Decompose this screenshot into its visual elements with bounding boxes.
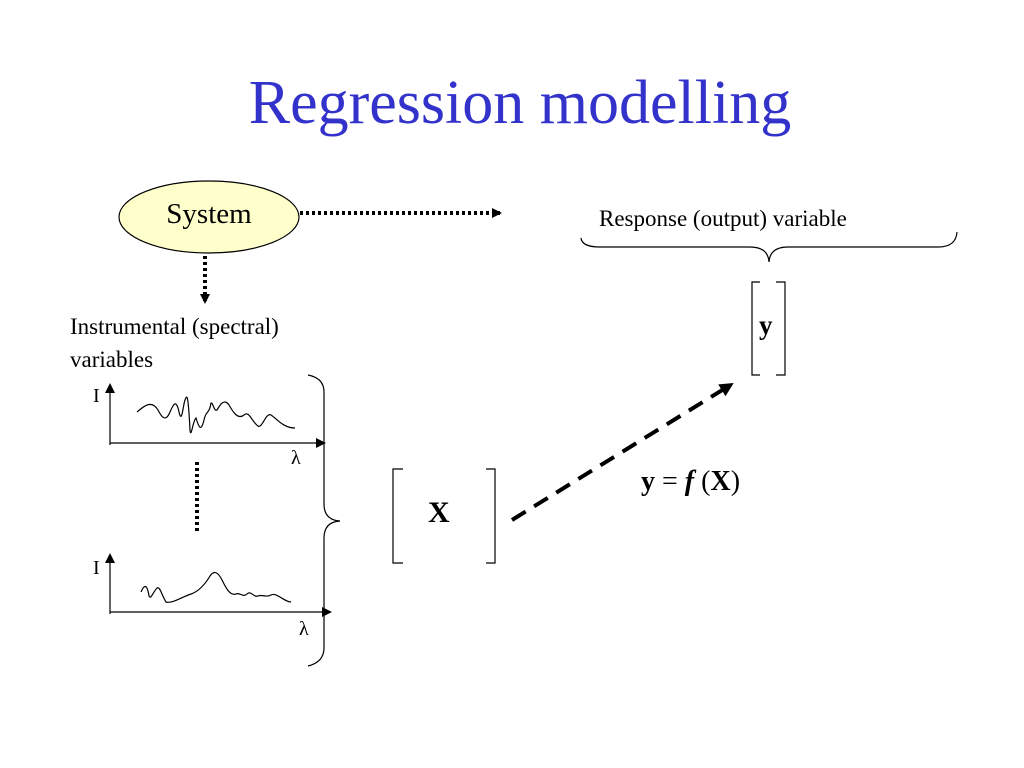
equation-argument: X <box>710 466 731 497</box>
response-variable-label: Response (output) variable <box>599 206 847 231</box>
spectrum-top-curve <box>136 396 296 434</box>
y-vector-bracket-left <box>751 281 760 376</box>
spectrum-bottom-y-axis-label: I <box>93 557 100 579</box>
system-ellipse <box>118 180 300 254</box>
equation-open-paren: ( <box>694 466 711 497</box>
slide-title: Regression modelling <box>248 69 792 137</box>
x-matrix-bracket-left <box>392 468 403 564</box>
x-matrix-label: X <box>428 496 450 529</box>
spectrum-top-y-axis-label: I <box>93 385 100 407</box>
spectrum-bottom <box>105 553 332 617</box>
spectrum-bottom-curve <box>140 571 292 603</box>
equation-lhs: y <box>641 466 655 497</box>
instrumental-line-1: Instrumental (spectral) <box>70 314 279 339</box>
spectrum-top-x-axis-label: λ <box>291 447 301 469</box>
system-label: System <box>166 198 252 230</box>
response-brace <box>580 231 958 263</box>
instrumental-variables-label: Instrumental (spectral) variables <box>70 310 279 376</box>
x-to-y-arrow <box>510 382 734 522</box>
y-vector-label: y <box>759 310 773 340</box>
spectrum-bottom-x-axis-label: λ <box>299 618 309 640</box>
equation-function: f <box>684 466 695 497</box>
instrumental-line-2: variables <box>70 347 154 372</box>
spectrum-top <box>105 383 326 448</box>
equation-close-paren: ) <box>730 466 741 497</box>
y-vector-bracket-right <box>776 281 786 376</box>
regression-equation: y = f (X) <box>641 466 740 498</box>
x-matrix-bracket-right <box>486 468 496 564</box>
equation-equals: = <box>655 466 685 497</box>
spectra-brace <box>307 374 341 667</box>
